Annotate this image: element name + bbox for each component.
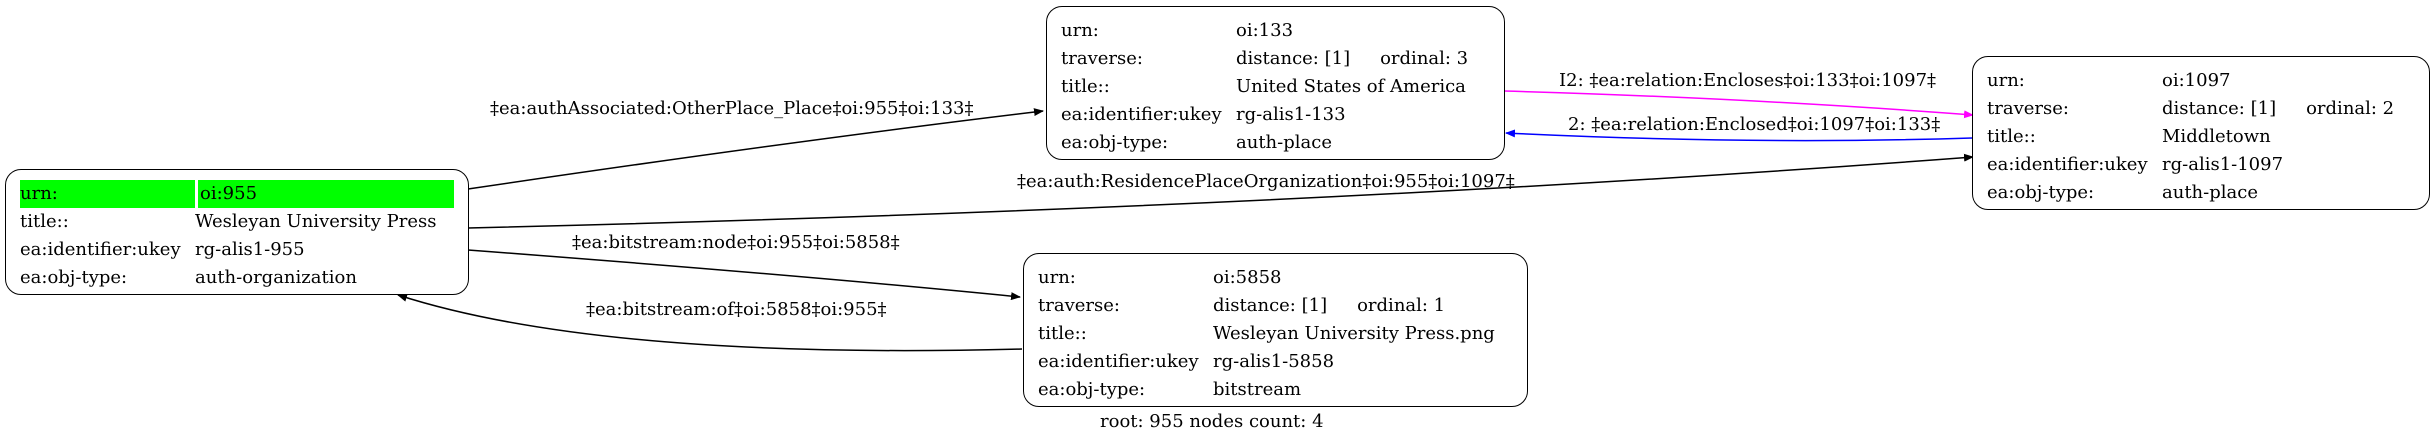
edge-955-to-1097 bbox=[467, 153, 1974, 229]
node-row-traverse: traverse: distance: [1]ordinal: 3 bbox=[1061, 48, 1469, 69]
node-row-ukey: ea:identifier:ukey rg-alis1-133 bbox=[1061, 104, 1346, 125]
node-row-obj-type: ea:obj-type: auth-place bbox=[1987, 182, 2258, 203]
node-row-ukey: ea:identifier:ukey rg-alis1-5858 bbox=[1038, 351, 1335, 372]
node-row-traverse: traverse: distance: [1]ordinal: 1 bbox=[1038, 295, 1446, 316]
edge-label-133-to-1097: I2: ‡ea:relation:Encloses‡oi:133‡oi:1097… bbox=[1559, 70, 1937, 91]
edge-label-955-to-5858: ‡ea:bitstream:node‡oi:955‡oi:5858‡ bbox=[572, 232, 900, 253]
node-row-title: title:: Wesleyan University Press bbox=[20, 211, 437, 232]
graph-summary: root: 955 nodes count: 4 bbox=[1100, 411, 1324, 432]
node-oi-955[interactable]: urn: oi:955 title:: Wesleyan University … bbox=[5, 169, 469, 295]
node-row-urn: urn: oi:133 bbox=[1061, 20, 1294, 41]
node-row-title: title:: Middletown bbox=[1987, 126, 2271, 147]
node-oi-133[interactable]: urn: oi:133 traverse: distance: [1]ordin… bbox=[1046, 6, 1505, 160]
node-oi-1097[interactable]: urn: oi:1097 traverse: distance: [1]ordi… bbox=[1972, 56, 2430, 210]
node-row-urn: urn: oi:1097 bbox=[1987, 70, 2231, 91]
node-row-title: title:: Wesleyan University Press.png bbox=[1038, 323, 1495, 344]
edge-label-1097-to-133: 2: ‡ea:relation:Enclosed‡oi:1097‡oi:133‡ bbox=[1568, 114, 1941, 135]
node-row-obj-type: ea:obj-type: auth-place bbox=[1061, 132, 1332, 153]
node-row-traverse: traverse: distance: [1]ordinal: 2 bbox=[1987, 98, 2395, 119]
edge-1097-to-133 bbox=[1505, 129, 1973, 142]
edge-955-to-5858 bbox=[467, 249, 1021, 301]
node-row-urn: urn: oi:5858 bbox=[1038, 267, 1282, 288]
edge-label-5858-to-955: ‡ea:bitstream:of‡oi:5858‡oi:955‡ bbox=[586, 299, 887, 320]
node-row-title: title:: United States of America bbox=[1061, 76, 1466, 97]
node-row-obj-type: ea:obj-type: bitstream bbox=[1038, 379, 1302, 400]
edge-133-to-1097 bbox=[1503, 90, 1974, 119]
node-row-obj-type: ea:obj-type: auth-organization bbox=[20, 267, 357, 288]
node-row-ukey: ea:identifier:ukey rg-alis1-1097 bbox=[1987, 154, 2284, 175]
node-row-ukey: ea:identifier:ukey rg-alis1-955 bbox=[20, 239, 305, 260]
edge-955-to-133 bbox=[467, 108, 1044, 190]
edge-label-955-to-1097: ‡ea:auth:ResidencePlaceOrganization‡oi:9… bbox=[1017, 171, 1515, 192]
edge-label-955-to-133: ‡ea:authAssociated:OtherPlace_Place‡oi:9… bbox=[490, 98, 974, 119]
edge-5858-to-955 bbox=[397, 293, 1023, 352]
node-oi-5858[interactable]: urn: oi:5858 traverse: distance: [1]ordi… bbox=[1023, 253, 1528, 407]
node-row-urn: urn: oi:955 bbox=[20, 180, 454, 208]
